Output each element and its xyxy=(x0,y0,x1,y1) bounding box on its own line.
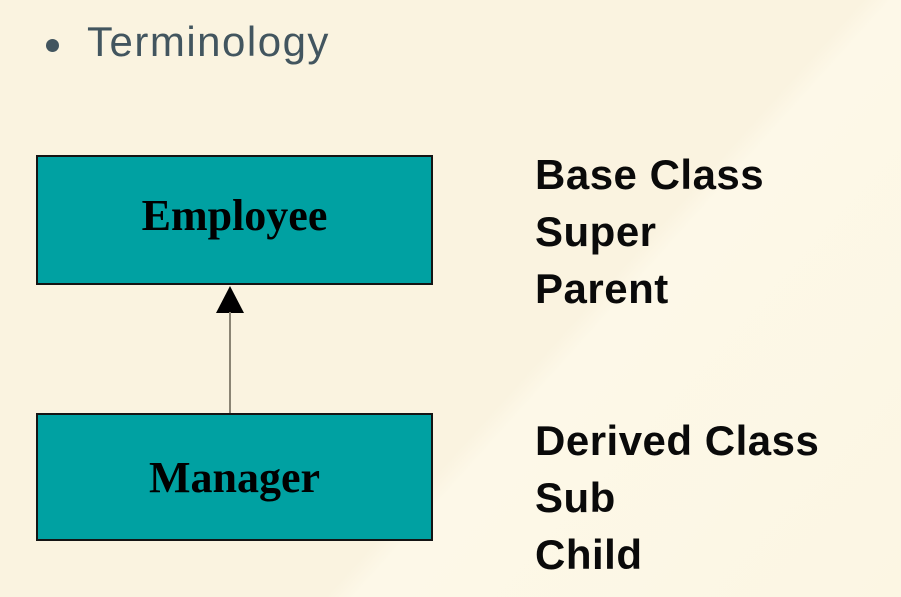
derived-class-label: Manager xyxy=(148,452,321,502)
base-terminology-list: Base Class Super Parent xyxy=(535,146,764,317)
derived-term-line: Derived Class xyxy=(535,417,820,464)
base-term-line: Parent xyxy=(535,265,669,312)
derived-term-line: Sub xyxy=(535,474,616,521)
derived-class-box: Manager xyxy=(36,413,433,541)
derived-term-line: Child xyxy=(535,531,643,578)
base-class-box: Employee xyxy=(36,155,433,285)
slide-title: Terminology xyxy=(87,18,330,65)
generalization-arrow-head-icon xyxy=(216,286,244,313)
base-class-label: Employee xyxy=(141,190,328,240)
base-term-line: Base Class xyxy=(535,151,765,198)
base-term-line: Super xyxy=(535,208,657,255)
bullet-icon xyxy=(46,38,59,52)
generalization-arrow-line xyxy=(229,312,231,413)
slide-title-row: Terminology xyxy=(46,14,330,70)
derived-terminology-list: Derived Class Sub Child xyxy=(535,412,819,583)
